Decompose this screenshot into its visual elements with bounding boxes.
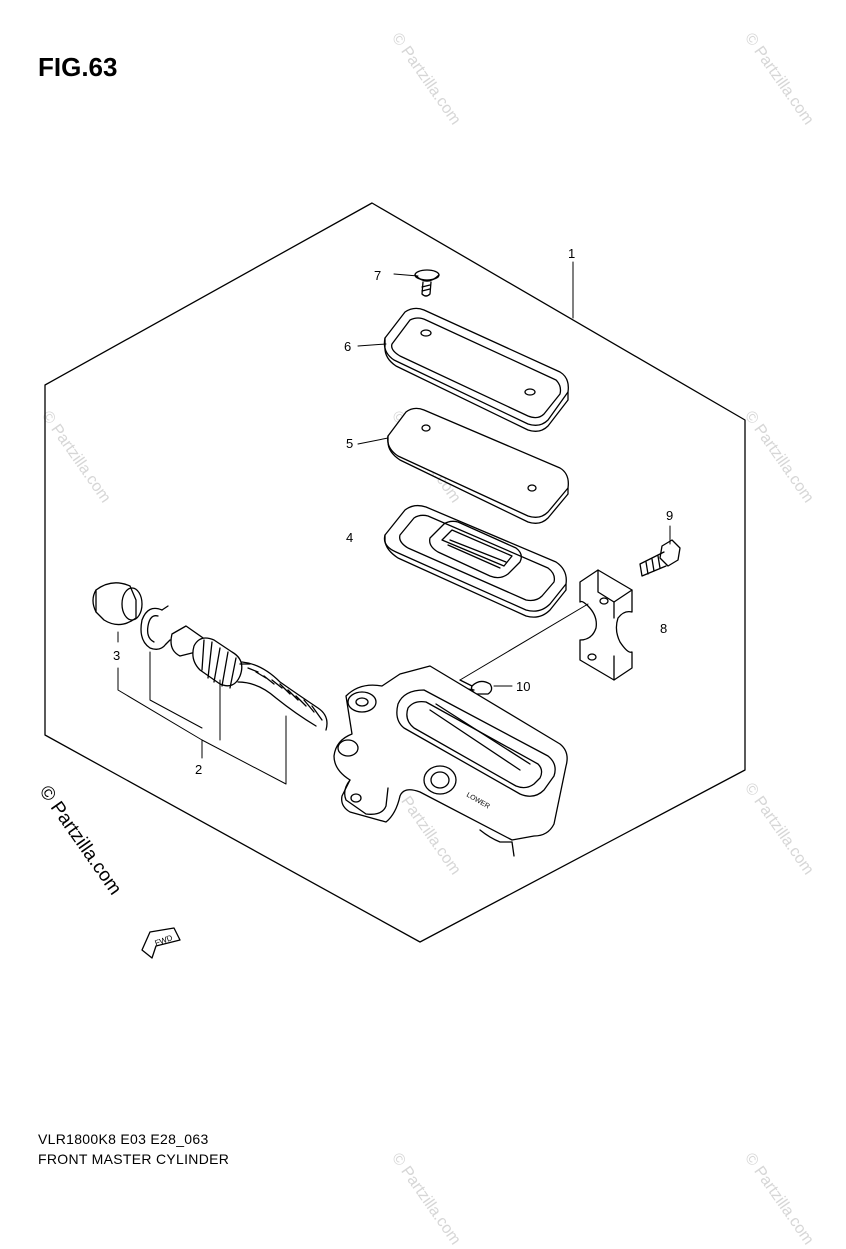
callout-1: 1	[568, 246, 575, 261]
fwd-arrow	[141, 927, 181, 959]
circlip	[140, 605, 171, 650]
part-7-screw	[414, 269, 440, 297]
part-2-piston	[170, 625, 328, 731]
figure-title: FIG.63	[38, 52, 118, 82]
assembly-outline	[44, 202, 746, 943]
callout-9: 9	[666, 508, 673, 523]
part-8-clamp	[579, 569, 633, 681]
master-cylinder-body	[333, 665, 568, 857]
callout-8: 8	[660, 621, 667, 636]
model-code: VLR1800K8 E03 E28_063	[38, 1131, 209, 1147]
part-9-bolt	[639, 539, 681, 577]
figure-name: FRONT MASTER CYLINDER	[38, 1151, 230, 1167]
parts-diagram-page: FIG.63 © Partzilla.com © Partzilla.com ©…	[35, 30, 817, 1248]
callout-7: 7	[374, 268, 381, 283]
callout-5: 5	[346, 436, 353, 451]
part-3-boot	[92, 582, 143, 626]
part-5-plate	[387, 407, 569, 524]
part-6-cap	[383, 307, 569, 432]
part-4-diaphragm	[383, 504, 567, 618]
callout-6: 6	[344, 339, 351, 354]
callout-2: 2	[195, 762, 202, 777]
exploded-view-drawing: 1 2 3 4 5 6 7 8 9 10 FWD LOWER	[44, 202, 746, 959]
leader-lines	[117, 261, 671, 785]
callout-10: 10	[516, 679, 530, 694]
callout-4: 4	[346, 530, 353, 545]
callout-3: 3	[113, 648, 120, 663]
